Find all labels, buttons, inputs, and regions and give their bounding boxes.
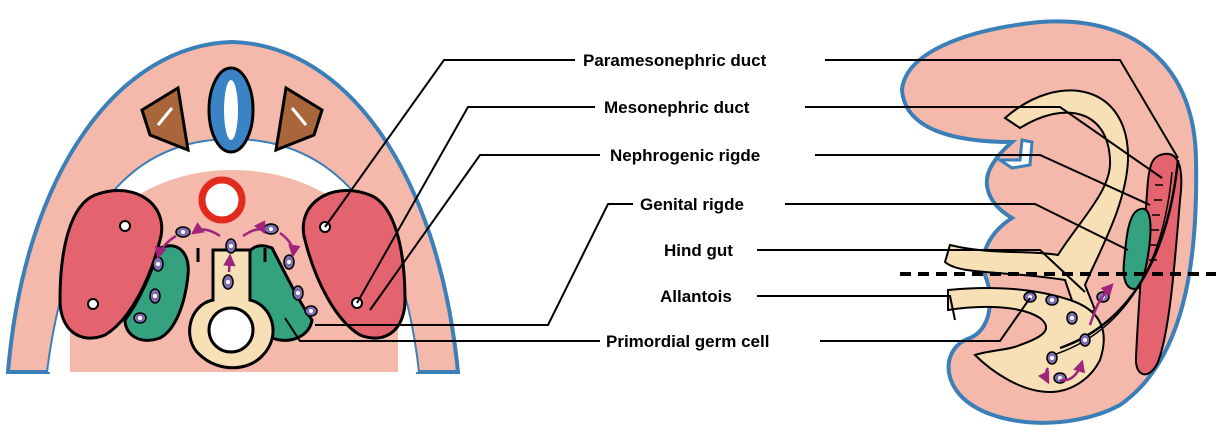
- labels: Paramesonephric duct Mesonephric duct Ne…: [583, 51, 769, 351]
- duct-dot-left-lower: [88, 299, 98, 309]
- label-allantois: Allantois: [660, 287, 732, 306]
- label-nephrogenic-ridge: Nephrogenic rigde: [610, 146, 760, 165]
- cross-section: [8, 42, 458, 372]
- duct-dot-left-upper: [120, 221, 130, 231]
- aorta: [202, 180, 242, 220]
- sagittal-section: [900, 21, 1216, 422]
- label-hind-gut: Hind gut: [664, 241, 733, 260]
- label-paramesonephric-duct: Paramesonephric duct: [583, 51, 767, 70]
- label-genital-ridge: Genital rigde: [640, 195, 744, 214]
- label-mesonephric-duct: Mesonephric duct: [604, 98, 750, 117]
- gut-lumen: [209, 308, 253, 352]
- label-primordial-germ-cell: Primordial germ cell: [606, 332, 769, 351]
